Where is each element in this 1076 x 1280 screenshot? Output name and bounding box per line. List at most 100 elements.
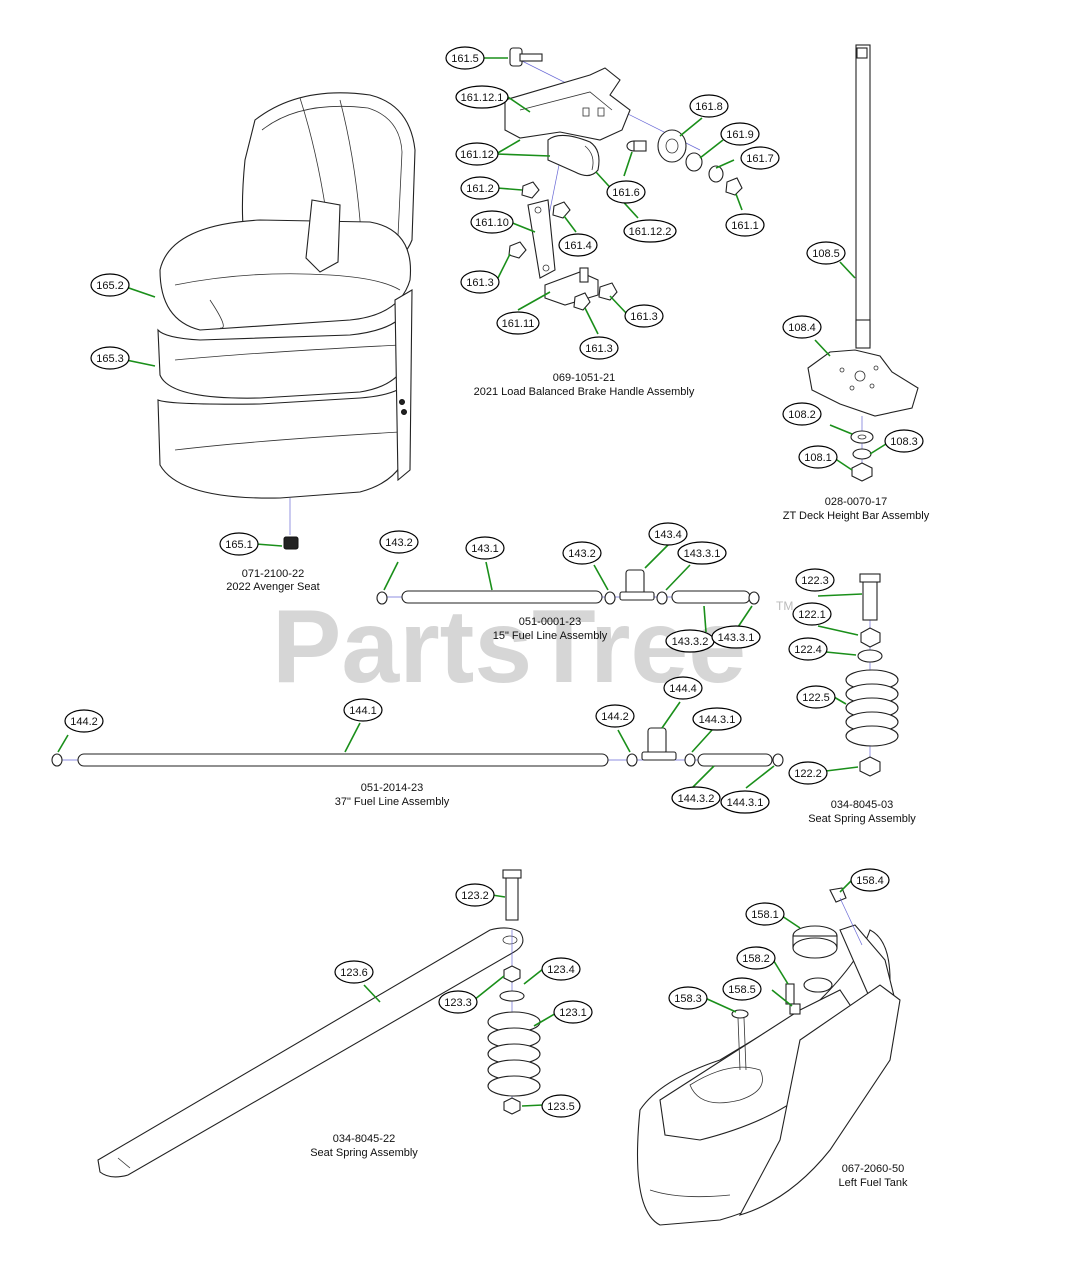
caption-seat: 071-2100-22 2022 Avenger Seat <box>226 568 319 593</box>
callout-108-5: 108.5 <box>806 241 846 265</box>
svg-text:143.2: 143.2 <box>568 548 596 560</box>
callout-161-10: 161.10 <box>470 210 514 234</box>
svg-text:161.3: 161.3 <box>630 311 658 323</box>
callout-161-4: 161.4 <box>558 233 598 257</box>
callout-161-12-1: 161.12.1 <box>455 85 509 109</box>
leader-lines <box>57 57 887 1107</box>
callout-161-1: 161.1 <box>725 213 765 237</box>
caption-brake-handle: 069-1051-21 2021 Load Balanced Brake Han… <box>474 372 695 398</box>
callout-161-2: 161.2 <box>460 176 500 200</box>
svg-text:37" Fuel Line Assembly: 37" Fuel Line Assembly <box>335 796 450 808</box>
callout-158-3: 158.3 <box>668 986 708 1010</box>
callout-123-1: 123.1 <box>553 1000 593 1024</box>
svg-text:144.3.1: 144.3.1 <box>699 714 736 726</box>
svg-text:161.8: 161.8 <box>695 101 723 113</box>
callout-161-8: 161.8 <box>689 94 729 118</box>
callout-165-3: 165.3 <box>90 346 130 370</box>
callout-144-2-b: 144.2 <box>595 704 635 728</box>
svg-text:161.4: 161.4 <box>564 240 592 252</box>
svg-text:158.5: 158.5 <box>728 984 756 996</box>
svg-text:123.6: 123.6 <box>340 967 368 979</box>
callout-122-1: 122.1 <box>792 602 832 626</box>
svg-text:122.2: 122.2 <box>794 768 822 780</box>
svg-text:Left Fuel Tank: Left Fuel Tank <box>839 1177 908 1189</box>
svg-text:122.3: 122.3 <box>801 575 829 587</box>
deck-height-bar-drawing <box>807 44 919 482</box>
callout-143-2-b: 143.2 <box>562 541 602 565</box>
svg-text:034-8045-03: 034-8045-03 <box>831 799 893 811</box>
brake-handle-drawing <box>504 47 743 311</box>
callout-143-3-1-b: 143.3.1 <box>711 625 761 649</box>
caption-fuel-tank: 067-2060-50 Left Fuel Tank <box>839 1163 908 1189</box>
svg-text:028-0070-17: 028-0070-17 <box>825 496 887 508</box>
callout-122-3: 122.3 <box>795 568 835 592</box>
svg-text:122.1: 122.1 <box>798 609 826 621</box>
callout-123-3: 123.3 <box>438 990 478 1014</box>
svg-text:108.4: 108.4 <box>788 322 816 334</box>
callout-161-3-b: 161.3 <box>624 304 664 328</box>
svg-text:123.5: 123.5 <box>547 1101 575 1113</box>
callout-144-3-1-a: 144.3.1 <box>692 707 742 731</box>
fuel-tank-drawing <box>636 887 901 1226</box>
callout-143-3-1-a: 143.3.1 <box>677 541 727 565</box>
fuel-line-15-drawing <box>376 569 760 605</box>
callout-144-2-a: 144.2 <box>64 709 104 733</box>
callout-123-4: 123.4 <box>541 957 581 981</box>
callout-144-1: 144.1 <box>343 698 383 722</box>
svg-text:15" Fuel Line Assembly: 15" Fuel Line Assembly <box>493 630 608 642</box>
callout-143-4: 143.4 <box>648 522 688 546</box>
svg-text:161.12.1: 161.12.1 <box>461 92 504 104</box>
svg-text:2021 Load Balanced Brake Handl: 2021 Load Balanced Brake Handle Assembly <box>474 386 695 398</box>
svg-text:123.1: 123.1 <box>559 1007 587 1019</box>
svg-text:158.3: 158.3 <box>674 993 702 1005</box>
svg-text:051-2014-23: 051-2014-23 <box>361 782 423 794</box>
svg-text:143.1: 143.1 <box>471 543 499 555</box>
callout-165-2: 165.2 <box>90 273 130 297</box>
callout-143-2-a: 143.2 <box>379 530 419 554</box>
svg-text:144.3.1: 144.3.1 <box>727 797 764 809</box>
svg-text:143.3.1: 143.3.1 <box>684 548 721 560</box>
callout-122-4: 122.4 <box>788 637 828 661</box>
svg-text:161.1: 161.1 <box>731 220 759 232</box>
callout-161-7: 161.7 <box>740 146 780 170</box>
svg-text:165.2: 165.2 <box>96 280 124 292</box>
svg-text:123.3: 123.3 <box>444 997 472 1009</box>
svg-text:144.4: 144.4 <box>669 683 697 695</box>
svg-text:161.6: 161.6 <box>612 187 640 199</box>
svg-text:144.2: 144.2 <box>70 716 98 728</box>
seat-spring-03-drawing <box>845 573 899 777</box>
svg-text:143.3.1: 143.3.1 <box>718 632 755 644</box>
svg-text:ZT Deck Height Bar Assembly: ZT Deck Height Bar Assembly <box>783 510 930 522</box>
svg-text:161.11: 161.11 <box>502 318 535 330</box>
svg-text:Seat Spring Assembly: Seat Spring Assembly <box>808 813 916 825</box>
svg-text:161.2: 161.2 <box>466 183 494 195</box>
svg-text:158.1: 158.1 <box>751 909 779 921</box>
caption-fuel-line-15: 051-0001-23 15" Fuel Line Assembly <box>493 616 608 642</box>
callout-161-3-a: 161.3 <box>460 270 500 294</box>
svg-text:161.3: 161.3 <box>466 277 494 289</box>
svg-text:108.1: 108.1 <box>804 452 832 464</box>
callout-161-6: 161.6 <box>606 180 646 204</box>
callout-108-4: 108.4 <box>782 315 822 339</box>
callout-158-2: 158.2 <box>736 946 776 970</box>
trademark-mark: TM <box>776 599 793 613</box>
caption-fuel-line-37: 051-2014-23 37" Fuel Line Assembly <box>335 782 450 808</box>
caption-deck-height-bar: 028-0070-17 ZT Deck Height Bar Assembly <box>783 496 930 522</box>
svg-text:144.2: 144.2 <box>601 711 629 723</box>
svg-text:034-8045-22: 034-8045-22 <box>333 1133 395 1145</box>
svg-text:069-1051-21: 069-1051-21 <box>553 372 615 384</box>
svg-text:161.12.2: 161.12.2 <box>629 226 672 238</box>
svg-text:161.9: 161.9 <box>726 129 754 141</box>
svg-text:144.3.2: 144.3.2 <box>678 793 715 805</box>
callout-108-3: 108.3 <box>884 429 924 453</box>
callout-108-1: 108.1 <box>798 445 838 469</box>
svg-text:161.7: 161.7 <box>746 153 774 165</box>
callout-123-6: 123.6 <box>334 960 374 984</box>
svg-text:108.3: 108.3 <box>890 436 918 448</box>
seat-drawing <box>157 92 416 550</box>
svg-text:Seat Spring Assembly: Seat Spring Assembly <box>310 1147 418 1159</box>
svg-text:122.4: 122.4 <box>794 644 822 656</box>
callout-161-11: 161.11 <box>496 311 540 335</box>
callout-122-2: 122.2 <box>788 761 828 785</box>
